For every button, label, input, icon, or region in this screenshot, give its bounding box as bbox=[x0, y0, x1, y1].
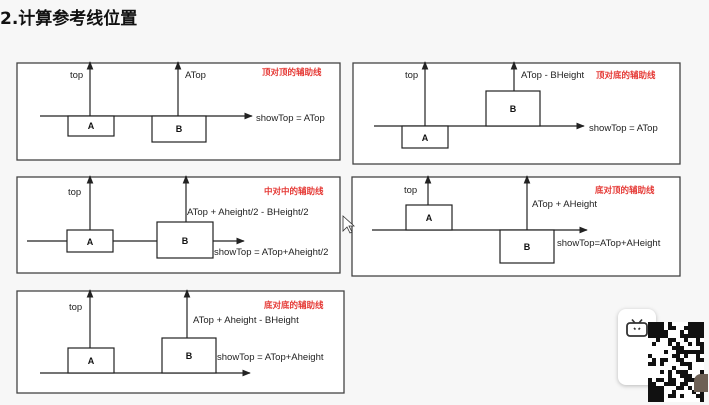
guide-note: 中对中的辅助线 bbox=[264, 186, 324, 197]
avatar bbox=[694, 374, 708, 392]
top-label: top bbox=[68, 187, 81, 198]
panel-center-to-center: A B top 中对中的辅助线 ATop + Aheight/2 - BHeig… bbox=[16, 175, 341, 274]
box-a bbox=[66, 229, 114, 253]
guide-note: 顶对顶的辅助线 bbox=[262, 67, 322, 78]
box-a-label: A bbox=[88, 356, 95, 366]
result-label: showTop = ATop+Aheight bbox=[217, 352, 324, 363]
box-a bbox=[401, 125, 449, 149]
box-b-label: B bbox=[524, 242, 531, 252]
top-label: top bbox=[69, 302, 82, 313]
box-a bbox=[405, 204, 453, 231]
top-label: top bbox=[404, 185, 417, 196]
panel-top-to-top: A B top ATop 顶对顶的辅助线 showTop = ATop bbox=[16, 61, 341, 161]
guide-note: 底对底的辅助线 bbox=[264, 300, 324, 311]
result-label: showTop = ATop bbox=[589, 123, 658, 134]
atop-label: ATop bbox=[185, 70, 206, 81]
guide-note: 底对顶的辅助线 bbox=[595, 185, 655, 196]
box-a bbox=[67, 115, 115, 137]
box-a-label: A bbox=[422, 133, 429, 143]
box-b-label: B bbox=[176, 124, 183, 134]
box-b bbox=[499, 229, 555, 264]
guide-note: 顶对底的辅助线 bbox=[596, 70, 656, 81]
atop-bheight-label: ATop - BHeight bbox=[521, 70, 585, 81]
top-label: top bbox=[70, 70, 83, 81]
center-formula-label: ATop + Aheight/2 - BHeight/2 bbox=[187, 207, 309, 218]
box-a-label: A bbox=[87, 237, 94, 247]
box-b bbox=[151, 115, 207, 143]
panel-top-to-bottom: B A top ATop - BHeight 顶对底的辅助线 showTop =… bbox=[352, 61, 681, 165]
atop-aheight-label: ATop + AHeight bbox=[532, 199, 597, 210]
result-label: showTop = ATop+Aheight/2 bbox=[214, 247, 328, 258]
box-b bbox=[156, 221, 214, 259]
box-a bbox=[67, 347, 115, 374]
tv-icon bbox=[626, 319, 648, 337]
box-a-label: A bbox=[88, 121, 95, 131]
panel-bottom-to-top: A B top 底对顶的辅助线 ATop + AHeight showTop=A… bbox=[351, 175, 681, 277]
box-b bbox=[485, 90, 541, 127]
box-b bbox=[161, 337, 217, 374]
result-label: showTop=ATop+AHeight bbox=[557, 238, 661, 249]
box-a-label: A bbox=[426, 213, 433, 223]
box-b-label: B bbox=[182, 236, 189, 246]
top-label: top bbox=[405, 70, 418, 81]
page-title: 2.计算参考线位置 bbox=[0, 9, 138, 29]
cursor-icon bbox=[342, 215, 356, 234]
box-b-label: B bbox=[510, 104, 517, 114]
result-label: showTop = ATop bbox=[256, 113, 325, 124]
box-b-label: B bbox=[186, 351, 193, 361]
panel-bottom-to-bottom: A B top 底对底的辅助线 ATop + Aheight - BHeight… bbox=[16, 289, 345, 394]
atop-aheight-bheight-label: ATop + Aheight - BHeight bbox=[193, 315, 299, 326]
